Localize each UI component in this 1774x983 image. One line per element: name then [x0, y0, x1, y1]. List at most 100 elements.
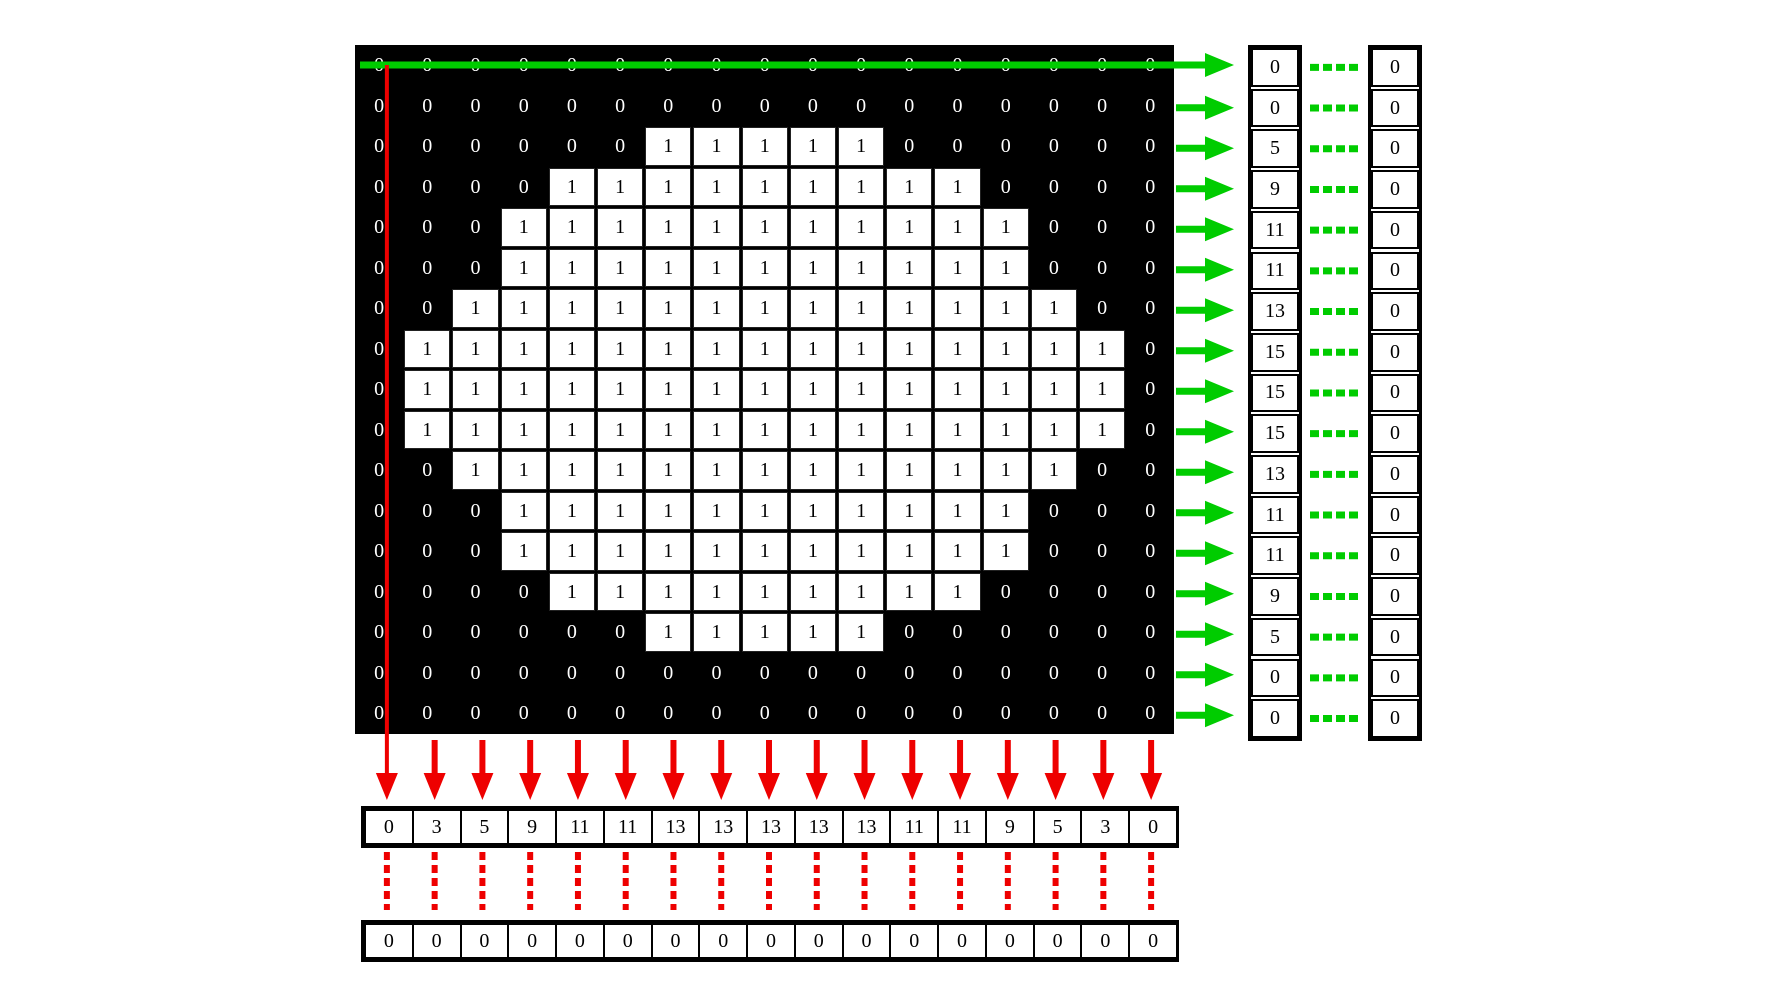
- row-sum-box: 15: [1251, 332, 1299, 372]
- grid-cell: 0: [422, 297, 433, 320]
- grid-cell: 0: [615, 702, 626, 725]
- column-zero-box: 0: [1032, 923, 1083, 959]
- grid-cell: 0: [374, 702, 385, 725]
- grid-cell: 0: [470, 216, 481, 239]
- grid-cell: 1: [645, 410, 692, 449]
- grid-cell: 1: [741, 248, 788, 287]
- grid-cell: 1: [789, 532, 836, 571]
- grid-cell: 0: [904, 621, 915, 644]
- row-arrow-head: [1205, 541, 1234, 566]
- grid-cell: 1: [982, 491, 1029, 530]
- grid-cell: 1: [500, 289, 547, 328]
- grid-cell: 1: [934, 329, 981, 368]
- row-arrow-head: [1205, 581, 1234, 606]
- grid-cell: 1: [404, 370, 451, 409]
- grid-cell: 0: [470, 94, 481, 117]
- grid-cell: 1: [1030, 410, 1077, 449]
- grid-cell: 1: [645, 532, 692, 571]
- grid-cell: 1: [838, 451, 885, 490]
- grid-cell: 1: [693, 329, 740, 368]
- row-arrow-head: [1205, 622, 1234, 647]
- column-arrow-head: [471, 773, 494, 800]
- row-zero-box: 0: [1371, 455, 1419, 494]
- grid-cell: 1: [693, 370, 740, 409]
- row-zero-box: 0: [1371, 658, 1419, 698]
- grid-cell: 0: [1097, 175, 1108, 198]
- grid-cell: 0: [856, 702, 867, 725]
- column-arrow-head: [949, 773, 972, 800]
- grid-cell: 0: [1097, 661, 1108, 684]
- row-arrow-head: [1205, 338, 1234, 363]
- grid-cell: 0: [1145, 459, 1156, 482]
- grid-cell: 0: [518, 94, 529, 117]
- row-sum-box: 0: [1251, 699, 1299, 738]
- grid-cell: 0: [1000, 94, 1011, 117]
- grid-cell: 0: [1048, 661, 1059, 684]
- grid-cell: 1: [789, 572, 836, 611]
- grid-cell: 1: [597, 451, 644, 490]
- grid-cell: 1: [789, 248, 836, 287]
- grid-cell: 1: [741, 208, 788, 247]
- grid-cell: 0: [1097, 256, 1108, 279]
- grid-cell: 1: [838, 167, 885, 206]
- grid-cell: 1: [789, 613, 836, 652]
- grid-cell: 0: [807, 94, 818, 117]
- grid-cell: 0: [1097, 94, 1108, 117]
- grid-cell: 0: [566, 135, 577, 158]
- grid-cell: 1: [500, 532, 547, 571]
- column-arrow-head: [758, 773, 780, 800]
- grid-cell: 1: [838, 329, 885, 368]
- row-sum-box: 0: [1251, 48, 1299, 87]
- grid-cell: 1: [838, 208, 885, 247]
- grid-cell: 1: [982, 451, 1029, 490]
- grid-cell: 0: [1048, 540, 1059, 563]
- grid-cell: 0: [1048, 135, 1059, 158]
- row-zero-box: 0: [1371, 495, 1419, 535]
- grid-cell: 0: [1097, 702, 1108, 725]
- grid-cell: 1: [597, 208, 644, 247]
- grid-cell: 0: [1145, 337, 1156, 360]
- row-sum-box: 0: [1251, 658, 1299, 698]
- column-arrow-head: [1092, 773, 1115, 800]
- grid-cell: 0: [904, 702, 915, 725]
- grid-cell: 1: [548, 167, 595, 206]
- grid-cell: 0: [518, 135, 529, 158]
- grid-cell: 0: [615, 135, 626, 158]
- grid-cell: 0: [374, 378, 385, 401]
- grid-cell: 0: [374, 337, 385, 360]
- grid-cell: 1: [741, 127, 788, 166]
- grid-cell: 0: [422, 621, 433, 644]
- row-sum-box: 11: [1251, 210, 1299, 250]
- grid-cell: 1: [982, 410, 1029, 449]
- grid-cell: 0: [615, 661, 626, 684]
- grid-cell: 0: [1145, 378, 1156, 401]
- column-arrow-head: [662, 773, 685, 800]
- grid-cell: 0: [1145, 297, 1156, 320]
- grid-cell: 0: [1000, 580, 1011, 603]
- column-arrow-head: [566, 773, 589, 800]
- row-sum-box: 5: [1251, 617, 1299, 657]
- grid-cell: 1: [548, 289, 595, 328]
- grid-cell: 0: [759, 702, 770, 725]
- grid-cell: 1: [886, 329, 933, 368]
- grid-cell: 0: [422, 459, 433, 482]
- grid-cell: 1: [693, 289, 740, 328]
- row-zero-box: 0: [1371, 414, 1419, 453]
- grid-cell: 0: [1048, 216, 1059, 239]
- grid-cell: 1: [645, 451, 692, 490]
- grid-cell: 1: [500, 410, 547, 449]
- grid-cell: 1: [934, 572, 981, 611]
- grid-cell: 1: [741, 167, 788, 206]
- grid-cell: 1: [404, 329, 451, 368]
- grid-cell: 1: [934, 451, 981, 490]
- grid-cell: 1: [548, 248, 595, 287]
- grid-cell: 0: [759, 94, 770, 117]
- grid-cell: 0: [1145, 499, 1156, 522]
- row-arrow-head: [1205, 460, 1234, 485]
- grid-cell: 1: [645, 613, 692, 652]
- grid-cell: 1: [741, 532, 788, 571]
- grid-cell: 0: [904, 135, 915, 158]
- grid-cell: 1: [789, 289, 836, 328]
